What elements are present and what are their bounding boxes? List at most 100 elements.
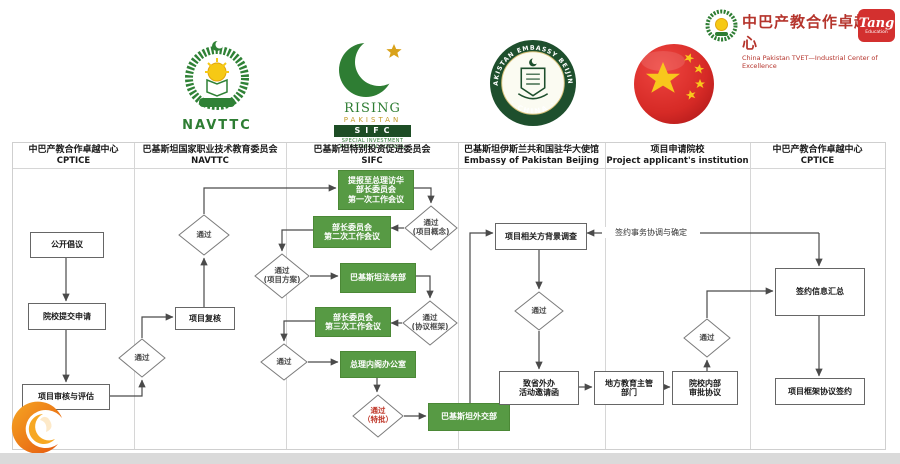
brand-emblem-icon	[705, 9, 738, 42]
node-pass-special-approval: 通过 （特批）	[352, 394, 404, 438]
lane-header-en: NAVTTC	[191, 156, 229, 166]
node-invitation-letter-label: 致省外办 活动邀请函	[519, 378, 559, 397]
lane-header-zh: 中巴产教合作卓越中心	[772, 145, 863, 155]
lane-divider	[286, 143, 287, 449]
node-framework-agreement-signing-label: 项目框架协议签约	[788, 386, 852, 396]
tang-education-badge: Tang Education	[858, 9, 895, 42]
embassy-seal: PAKISTAN EMBASSY BEIJING · CHINA ·	[486, 34, 577, 131]
node-pass-project-proposal-label: 通过 (项目方案)	[263, 266, 301, 284]
navttc-emblem-icon	[185, 40, 249, 110]
lane-divider	[458, 143, 459, 449]
node-pass-institution-label: 通过	[699, 332, 715, 342]
navttc-logo: NAVTTC	[177, 38, 257, 133]
edge-label-signing-coordination: 签约事务协调与确定	[602, 227, 700, 238]
node-pass-institution: 通过	[683, 318, 731, 358]
node-framework-agreement-signing: 项目框架协议签约	[775, 378, 865, 405]
node-pass-embassy: 通过	[514, 291, 564, 331]
lane-header-en: CPTICE	[800, 156, 835, 166]
node-pass-sifc-label: 通过	[276, 356, 292, 366]
flow-edge-4	[141, 313, 174, 338]
node-pakistan-mofa: 巴基斯坦外交部	[428, 403, 510, 431]
lane-header-zh: 巴基斯坦伊斯兰共和国驻华大使馆	[463, 145, 599, 155]
node-open-initiative: 公开倡议	[30, 232, 104, 258]
node-sifc-first-meeting: 提报至总理访华 部长委员会 第一次工作会议	[338, 170, 414, 210]
node-project-recheck-label: 项目复核	[189, 313, 221, 323]
node-signing-info-summary-label: 签约信息汇总	[796, 287, 844, 297]
flow-edge-7	[412, 187, 435, 204]
sifc-rising-text: RISING	[344, 101, 401, 116]
lane-header-zh: 巴基斯坦特别投资促进委员会	[313, 145, 431, 155]
node-pass-project-proposal: 通过 (项目方案)	[254, 253, 310, 299]
lane-header-en: Embassy of Pakistan Beijing	[464, 156, 599, 166]
node-pm-cabinet-office-label: 总理内阁办公室	[350, 359, 406, 369]
node-local-education-authority: 地方教育主管 部门	[594, 371, 664, 405]
flow-edge-9	[278, 229, 313, 252]
lane-header-en: Project applicant's institution	[606, 156, 749, 166]
node-pakistan-law-ministry: 巴基斯坦法务部	[340, 263, 416, 293]
node-sifc-third-meeting: 部长委员会 第三次工作会议	[315, 307, 391, 337]
node-pass-navttc-top: 通过	[178, 214, 230, 256]
node-project-recheck: 项目复核	[175, 307, 235, 330]
node-signing-info-summary: 签约信息汇总	[775, 268, 865, 316]
node-pass-sifc: 通过	[260, 343, 308, 381]
node-sifc-second-meeting: 部长委员会 第二次工作会议	[313, 216, 391, 248]
sifc-small-text-2: FACILITATION COUNCIL	[339, 144, 406, 151]
node-stakeholder-background-check: 项目相关方背景调查	[495, 223, 587, 250]
node-pass-agreement-framework-label: 通过 (协议框架)	[411, 313, 449, 331]
node-internal-approval-agreement-label: 院校内部 审批协议	[689, 378, 721, 397]
flow-edge-17	[469, 229, 494, 403]
flow-edge-6	[203, 184, 337, 214]
lane-header-en: SIFC	[361, 156, 383, 166]
badge-sub-text: Education	[865, 29, 888, 35]
node-local-education-authority-label: 地方教育主管 部门	[605, 378, 653, 397]
navttc-label: NAVTTC	[182, 118, 252, 133]
flow-edge-23	[706, 287, 774, 318]
node-pakistan-law-ministry-label: 巴基斯坦法务部	[350, 273, 406, 283]
node-stakeholder-background-check-label: 项目相关方背景调查	[505, 231, 577, 241]
flow-edge-13	[280, 320, 315, 342]
node-sifc-second-meeting-label: 部长委员会 第二次工作会议	[324, 222, 380, 241]
node-open-initiative-label: 公开倡议	[51, 240, 83, 250]
sifc-crescent-icon	[339, 38, 403, 97]
lane-divider	[750, 143, 751, 449]
lane-divider	[134, 143, 135, 449]
node-invitation-letter: 致省外办 活动邀请函	[499, 371, 579, 405]
node-pass-navttc-bottom-label: 通过	[134, 352, 150, 362]
bottom-gray-strip	[0, 453, 900, 464]
node-sifc-first-meeting-label: 提报至总理访华 部长委员会 第一次工作会议	[348, 175, 404, 204]
node-internal-approval-agreement: 院校内部 审批协议	[672, 371, 738, 405]
sifc-small-text-1: SPECIAL INVESTMENT	[341, 138, 404, 145]
watermark-swirl-icon	[10, 400, 70, 460]
lane-header-zh: 项目申请院校	[650, 145, 705, 155]
sifc-logo: RISING PAKISTAN SIFC SPECIAL INVESTMENT …	[330, 38, 415, 151]
lane-header-zh: 中巴产教合作卓越中心	[28, 145, 119, 155]
node-pm-cabinet-office: 总理内阁办公室	[340, 351, 416, 378]
lane-header-zh: 巴基斯坦国家职业技术教育委员会	[142, 145, 278, 155]
brand-subtitle: China Pakistan TVET—Industrial Center of…	[742, 54, 878, 70]
lane-header-en: CPTICE	[56, 156, 91, 166]
node-pass-embassy-label: 通过	[531, 305, 547, 315]
brand-title: 中巴产教合作卓越中心	[742, 13, 887, 52]
node-pass-project-concept-label: 通过 (项目概念)	[412, 218, 450, 236]
flow-edge-11	[414, 275, 434, 299]
badge-main-text: Tang	[858, 15, 895, 31]
china-flag-icon	[633, 43, 715, 129]
node-pass-project-concept: 通过 (项目概念)	[404, 205, 458, 251]
node-pass-navttc-bottom: 通过	[118, 338, 166, 378]
flow-edge-3	[108, 379, 146, 397]
node-pass-agreement-framework: 通过 (协议框架)	[402, 300, 458, 346]
node-pass-special-approval-label: 通过 （特批）	[363, 406, 393, 424]
node-institution-application: 院校提交申请	[28, 303, 106, 330]
brand-text: 中巴产教合作卓越中心 China Pakistan TVET—Industria…	[742, 11, 900, 70]
node-pass-navttc-top-label: 通过	[196, 229, 212, 239]
node-sifc-third-meeting-label: 部长委员会 第三次工作会议	[325, 312, 381, 331]
